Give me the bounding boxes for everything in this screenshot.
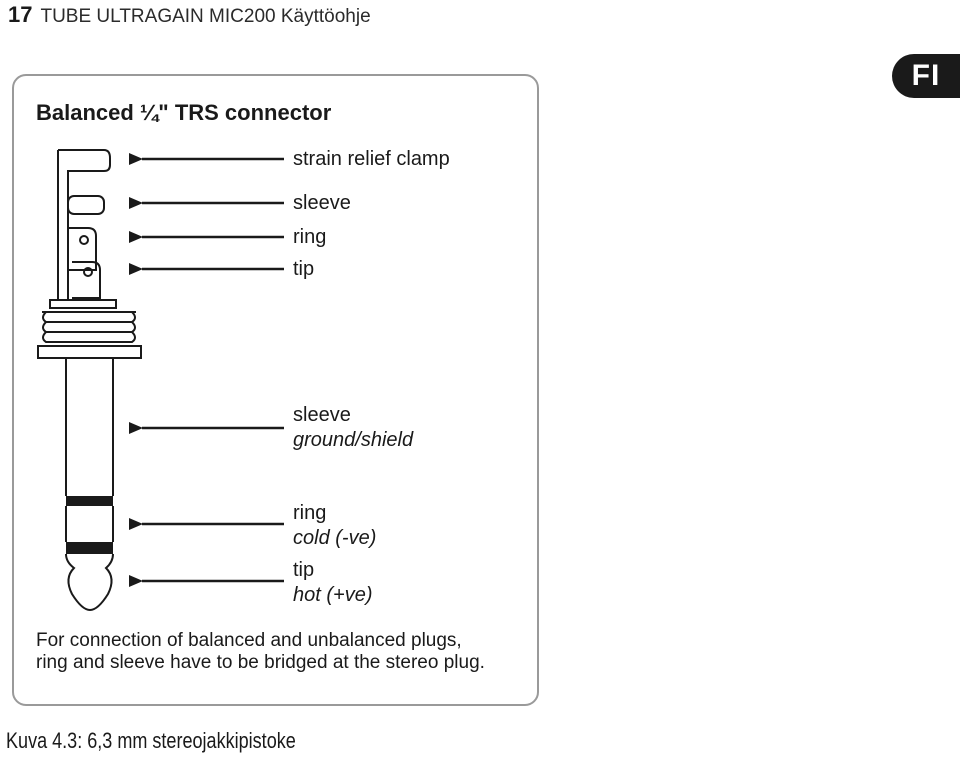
label-tip-sub: hot (+ve) — [293, 584, 373, 606]
ring-terminal-hole — [79, 235, 89, 245]
label-tip-top: tip — [293, 258, 315, 280]
ring-section — [65, 506, 114, 542]
strain-relief-clamp — [58, 149, 111, 300]
label-tip-main: tip — [293, 559, 315, 581]
label-strain-relief-clamp: strain relief clamp — [293, 148, 450, 170]
tip-terminal — [72, 261, 101, 299]
label-ring-top: ring — [293, 226, 327, 248]
language-tab: FI — [892, 54, 960, 98]
label-ring-main: ring — [293, 502, 327, 524]
figure-caption: Kuva 4.3: 6,3 mm stereojakkipistoke — [6, 728, 296, 753]
page-header: 17 TUBE ULTRAGAIN MIC200 Käyttöohje — [8, 2, 371, 32]
thread — [42, 311, 136, 343]
figure-panel — [12, 74, 539, 706]
label-sleeve-top: sleeve — [293, 192, 351, 214]
terminal-base — [49, 299, 117, 309]
page-number: 17 — [8, 2, 33, 27]
sleeve-shaft — [65, 358, 114, 496]
tip-terminal-hole — [83, 267, 93, 277]
label-sleeve-main: sleeve — [293, 404, 351, 426]
figure-title: Balanced ¼" TRS connector — [36, 100, 332, 125]
label-sleeve-sub: ground/shield — [293, 429, 414, 451]
document-title: TUBE ULTRAGAIN MIC200 Käyttöohje — [40, 6, 371, 27]
bridging-note: For connection of balanced and unbalance… — [36, 630, 485, 674]
insulator-band-2 — [66, 542, 113, 554]
insulator-band-1 — [66, 496, 113, 506]
ring-terminal — [68, 227, 97, 271]
collar — [37, 345, 142, 359]
sleeve-terminal — [67, 195, 105, 215]
tip-section — [65, 553, 114, 612]
note-line-1: For connection of balanced and unbalance… — [36, 630, 462, 651]
note-line-2: ring and sleeve have to be bridged at th… — [36, 652, 485, 673]
label-ring-sub: cold (-ve) — [293, 527, 377, 549]
